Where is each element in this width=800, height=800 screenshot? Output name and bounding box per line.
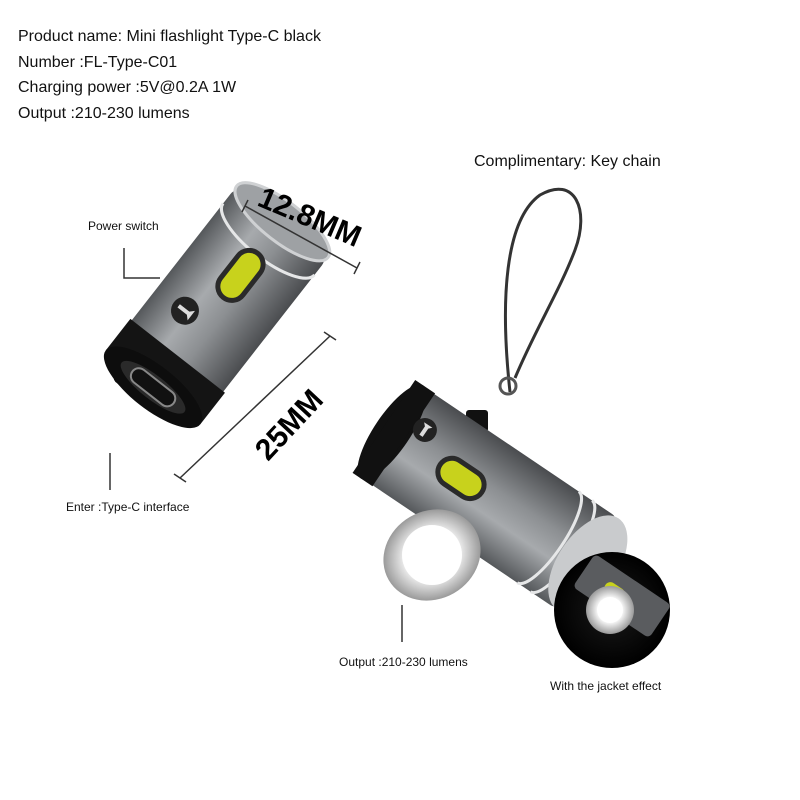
dimension-length-label: 25MM: [249, 383, 330, 466]
type-c-label: Enter :Type-C interface: [66, 500, 190, 514]
lanyard-icon: [503, 187, 583, 393]
spec-list: Product name: Mini flashlight Type-C bla…: [18, 24, 321, 126]
jacket-effect-label: With the jacket effect: [550, 679, 662, 693]
flashlight-body: [364, 389, 616, 607]
power-switch-label: Power switch: [88, 219, 159, 233]
power-switch-button: [215, 247, 266, 303]
dimension-length: [173, 331, 337, 483]
spec-number: Number :FL-Type-C01: [18, 53, 178, 71]
spec-output: Output :210-230 lumens: [18, 104, 190, 122]
power-switch-leader: [123, 248, 160, 279]
power-switch-button: [435, 455, 487, 502]
spec-product-name: Product name: Mini flashlight Type-C bla…: [18, 28, 321, 45]
key-chain-label: Complimentary: Key chain: [474, 153, 661, 170]
jacket-effect-inset: [554, 552, 670, 668]
output-label: Output :210-230 lumens: [339, 655, 468, 669]
spec-charging-power: Charging power :5V@0.2A 1W: [18, 79, 237, 96]
dimension-width: [241, 199, 361, 275]
flashlight-port-view: [103, 181, 332, 429]
usb-c-port-icon: [129, 367, 177, 408]
